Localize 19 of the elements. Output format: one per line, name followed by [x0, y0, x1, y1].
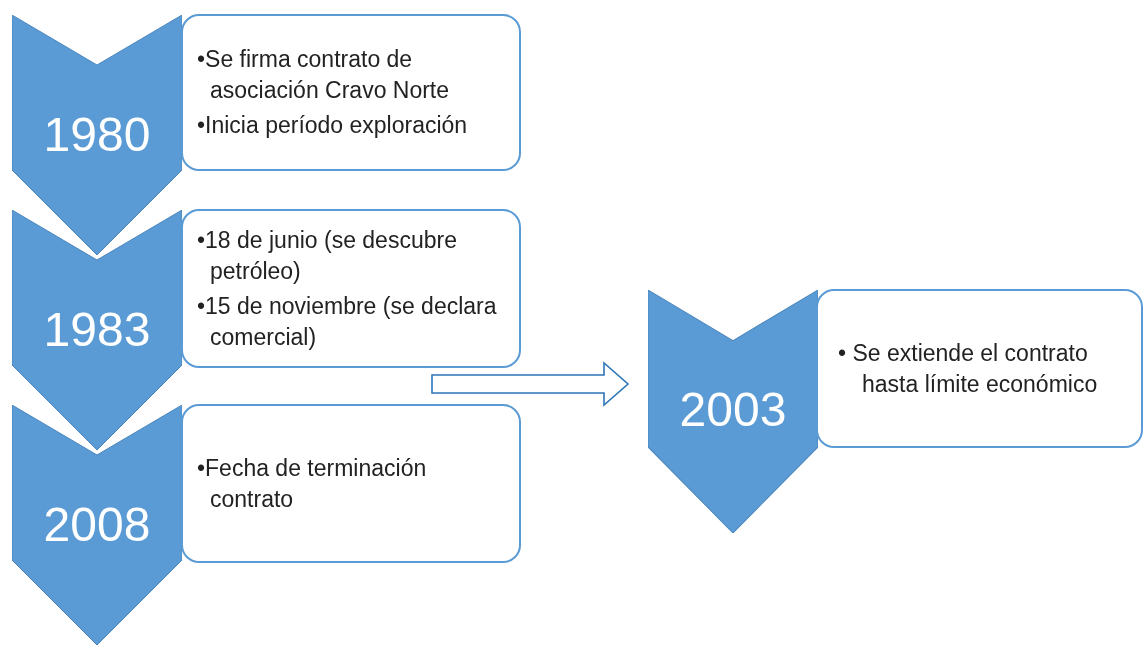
- chevron-shape: [12, 405, 182, 645]
- text-card: [181, 404, 521, 563]
- bullet-item: •15 de noviembre (se declara comercial): [197, 291, 498, 352]
- text-card: [181, 14, 521, 171]
- chevron-shape: [12, 15, 182, 255]
- bullet-item: •Se firma contrato de asociación Cravo Norte: [197, 45, 451, 105]
- year-label: 2003: [678, 382, 788, 438]
- text-card: [816, 289, 1143, 448]
- year-label: 1983: [42, 302, 152, 358]
- year-label: 1980: [42, 107, 152, 163]
- year-label: 2008: [42, 497, 152, 553]
- bullet-item: • Se extiende el contrato hasta límite económico: [838, 338, 1099, 399]
- bullet-item: •Fecha de terminación contrato: [197, 453, 428, 514]
- chevron-shape: [12, 210, 182, 450]
- chevron-shape: [648, 290, 818, 533]
- bullet-item: •Inicia período exploración: [197, 111, 469, 140]
- block-arrow: [431, 361, 630, 407]
- text-card: [181, 209, 521, 368]
- bullet-item: •18 de junio (se descubre petróleo): [197, 225, 458, 286]
